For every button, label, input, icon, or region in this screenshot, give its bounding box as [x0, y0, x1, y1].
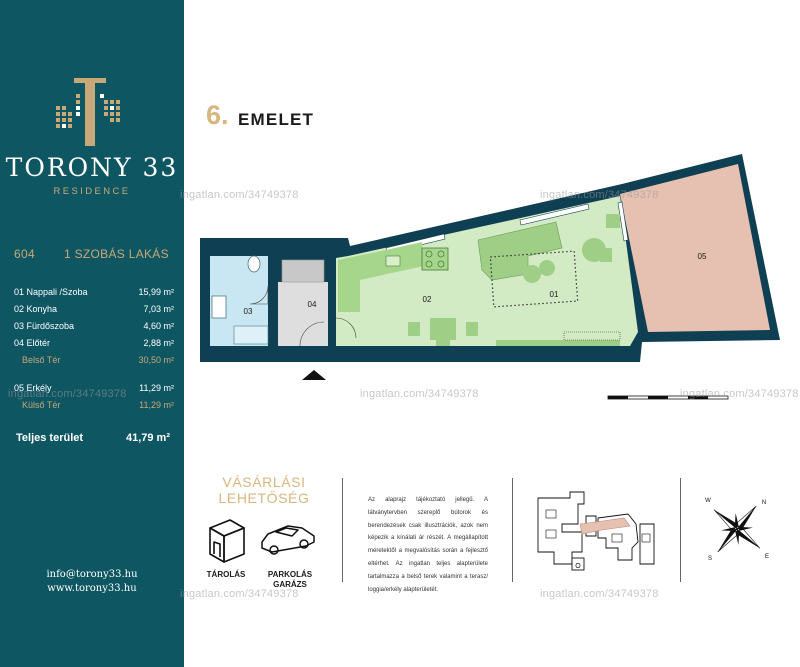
room-row: 01 Nappali /Szoba 15,99 m² [14, 287, 174, 304]
room-label: 05 [698, 252, 707, 261]
room-name: 01 Nappali /Szoba [14, 287, 88, 297]
room-area: 15,99 m² [138, 287, 174, 297]
room-row: 03 Fürdőszoba 4,60 m² [14, 321, 174, 338]
room-name: 04 Előtér [14, 338, 51, 348]
floor-plan: 03 04 02 01 05 [200, 154, 780, 400]
disclaimer-text: Az alaprajz tájékoztató jellegű. A látvá… [368, 497, 488, 593]
radiator [563, 331, 621, 341]
total-label: Teljes terület [16, 432, 84, 444]
room-label: 01 [550, 290, 559, 299]
room-area: 4,60 m² [143, 321, 174, 331]
storage-label: TÁROLÁS [206, 570, 246, 579]
toilet [247, 255, 261, 273]
watermark: ingatlan.com/34749378 [8, 388, 127, 400]
contact-email[interactable]: info@torony33.hu [46, 569, 138, 580]
divider [342, 478, 343, 582]
contact-website[interactable]: www.torony33.hu [47, 583, 137, 594]
total-area: 41,79 m² [125, 432, 170, 444]
cooktop [421, 247, 449, 271]
wardrobe [600, 248, 612, 262]
watermark: ingatlan.com/34749378 [540, 588, 659, 600]
watermark: ingatlan.com/34749378 [180, 189, 299, 201]
room-row: 04 Előtér 2,88 m² [14, 338, 174, 355]
floor-number: 6. [206, 100, 229, 130]
coffee-table [523, 265, 541, 283]
brand-subtitle: RESIDENCE [53, 186, 131, 197]
scale-bar [607, 395, 729, 400]
watermark: ingatlan.com/34749378 [180, 588, 299, 600]
inner-total-row: Belső Tér 30,50 m² [14, 355, 174, 372]
room-area: 7,03 m² [143, 304, 174, 314]
door-swing [335, 317, 357, 339]
coffee-table [539, 260, 555, 276]
room-label: 03 [244, 307, 253, 316]
room-04-hall [278, 282, 328, 346]
minimap-marker: O [575, 563, 581, 570]
outer-total-area: 11,29 m² [139, 400, 174, 410]
compass-w: W [705, 498, 711, 504]
dining-table [430, 318, 456, 340]
compass-e: E [765, 554, 769, 560]
room-name: 02 Konyha [14, 304, 58, 314]
storage-box-icon [209, 519, 245, 563]
bath-vanity [211, 295, 227, 319]
entrance-marker [302, 370, 326, 380]
divider [512, 478, 513, 582]
side-table [606, 214, 620, 228]
room-name: 03 Fürdőszoba [14, 321, 75, 331]
compass-rose-icon: N S E W [705, 498, 769, 562]
entry-door-swing [299, 321, 325, 347]
contact-block: info@torony33.hu www.torony33.hu [0, 568, 184, 596]
divider [680, 478, 681, 582]
tower-logo-icon [56, 78, 120, 146]
bench [496, 340, 620, 346]
car-icon [261, 525, 315, 555]
watermark: ingatlan.com/34749378 [680, 388, 799, 400]
outer-total-row: Külső Tér 11,29 m² [14, 400, 174, 417]
brand-name: TORONY 33 [5, 153, 179, 182]
room-area-list: 01 Nappali /Szoba 15,99 m² 02 Konyha 7,0… [14, 287, 174, 417]
inner-total-label: Belső Tér [22, 355, 61, 365]
door-swing [249, 285, 269, 305]
purchase-options-title: VÁSÁRLÁSI LEHETŐSÉG [218, 474, 310, 506]
room-label: 04 [308, 300, 317, 309]
building-location-minimap: O [537, 491, 655, 571]
sofa [477, 221, 563, 281]
closet [281, 259, 325, 283]
kitchen-counter [338, 242, 424, 312]
room-row: 02 Konyha 7,03 m² [14, 304, 174, 321]
shower [233, 325, 269, 345]
unit-type: 1 SZOBÁS LAKÁS [64, 247, 169, 261]
window-strip [519, 203, 590, 226]
balcony-area: 11,29 m² [139, 383, 174, 393]
room-area: 2,88 m² [143, 338, 174, 348]
compass-n: N [762, 500, 766, 506]
dining-chair [436, 340, 450, 346]
outer-total-label: Külső Tér [22, 400, 61, 410]
watermark: ingatlan.com/34749378 [360, 388, 479, 400]
unit-highlight [579, 517, 631, 535]
dining-chair [408, 322, 420, 336]
unit-number: 604 [14, 247, 35, 261]
inner-total-area: 30,50 m² [138, 355, 174, 365]
watermark: ingatlan.com/34749378 [540, 189, 659, 201]
sink [385, 255, 401, 267]
rug [489, 250, 579, 308]
compass-s: S [708, 556, 712, 562]
room-label: 02 [423, 295, 432, 304]
sidebar: TORONY 33 RESIDENCE 604 1 SZOBÁS LAKÁS 0… [0, 0, 184, 667]
floor-label: EMELET [238, 110, 315, 129]
parking-label: PARKOLÁS GARÁZS [267, 570, 313, 589]
window-strip [617, 201, 629, 242]
balcony-row: 05 Erkély 11,29 m² [14, 383, 174, 400]
balcony-label: 05 Erkély [14, 383, 52, 393]
room-05-balcony [620, 164, 770, 332]
dining-chair [466, 322, 478, 336]
